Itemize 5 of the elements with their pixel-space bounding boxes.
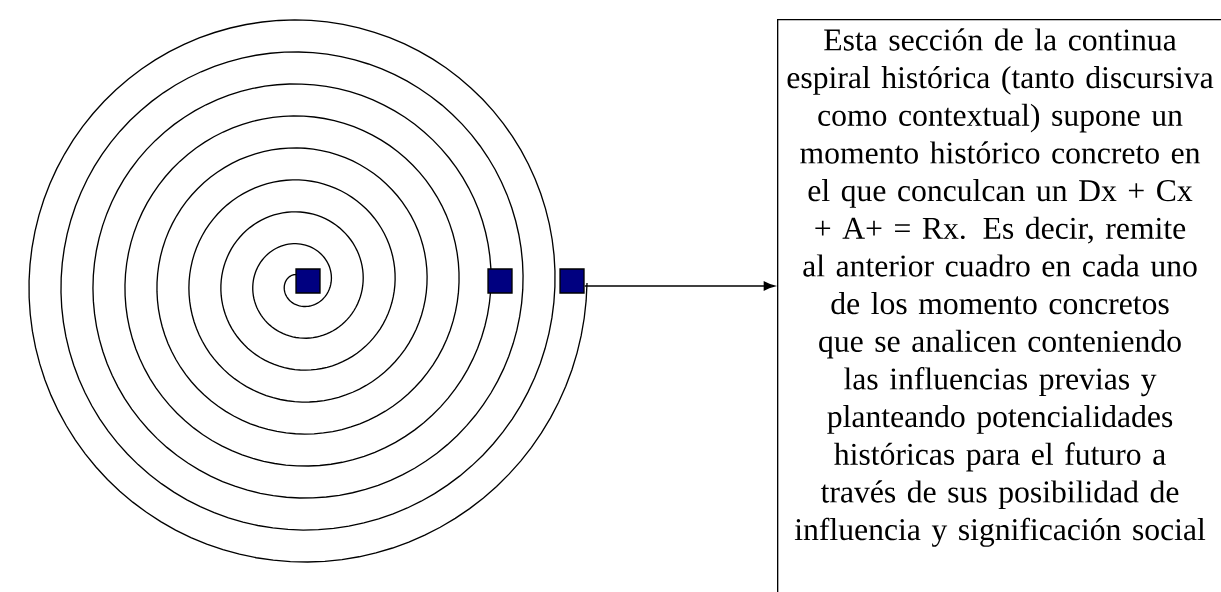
marker-square: [559, 268, 585, 294]
marker-square: [295, 268, 321, 294]
text-box: Esta sección de la continua espiral histórica (tanto discursiva como contextual) supone un momento histórico concreto en el que conculcan un Dx + Cx + A+ = Rx. Es decir, remite al anterior cuadro en cada uno de los momento concretos que se analicen conteniendo las influencias previas y planteando potencialidades históricas para el futuro a través de sus posibilidad de influencia y significación social: [777, 19, 1221, 592]
arrow: [584, 281, 775, 291]
marker-square: [487, 268, 513, 294]
